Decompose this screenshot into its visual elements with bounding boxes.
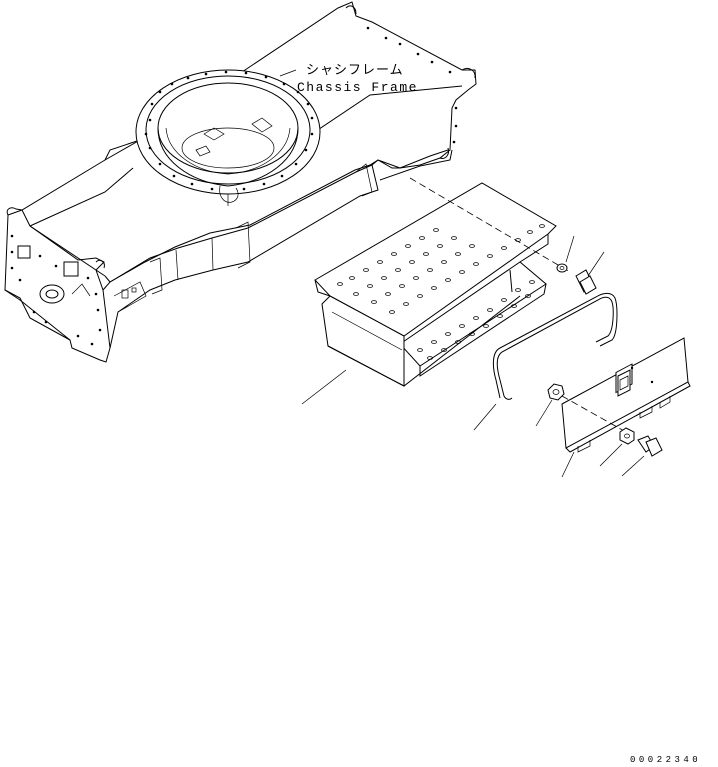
swing-circle-ring [135, 69, 321, 203]
document-id: 00022340 [630, 755, 701, 765]
ring-bolt-holes [144, 70, 314, 191]
cover-center-line [561, 395, 627, 433]
washer-upper [556, 263, 568, 273]
cover-plate [561, 337, 691, 453]
bolt-upper [575, 269, 597, 295]
rear-plate-bolt-holes [10, 234, 102, 346]
seal-strip [492, 292, 618, 400]
nut [547, 383, 565, 401]
washer-lower [619, 427, 635, 445]
leader-lines [301, 235, 645, 478]
lower-tread-holes [417, 280, 535, 360]
step-toolbox [314, 182, 557, 387]
flange-bolt-holes [366, 26, 458, 144]
chassis-frame: シャシフレーム Chassis Frame [4, 1, 477, 363]
frame-label-english: Chassis Frame [297, 80, 418, 95]
frame-label-japanese: シャシフレーム [306, 63, 404, 78]
mounting-center-line [409, 177, 571, 273]
step-tread-holes [337, 224, 545, 314]
bolt-lower [637, 435, 663, 457]
